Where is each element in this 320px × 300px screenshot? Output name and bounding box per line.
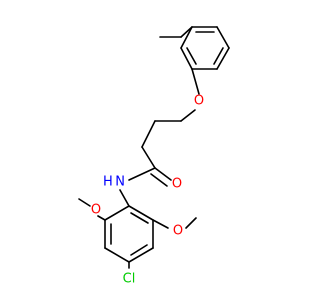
- bond-ring2: [104, 205, 130, 221]
- carbonyl-oxygen-label: O: [172, 177, 182, 192]
- bond-methoxy: [185, 217, 197, 229]
- bond-nitrogen-to-ring: [119, 189, 130, 207]
- methoxy-oxygen-top-label: O: [91, 203, 101, 218]
- bond-ring1: [216, 26, 230, 49]
- bond-amide: [128, 167, 156, 181]
- bond-ring2-double: [130, 212, 149, 224]
- bond-ring1-double: [213, 47, 224, 65]
- atom-label-layer: O O H N O O Cl: [91, 94, 204, 287]
- bond-chain: [141, 120, 156, 148]
- amide-nitrogen-label: H N: [103, 175, 125, 190]
- bond-ring2: [104, 247, 130, 263]
- methoxy-oxygen-bottom-label: O: [173, 224, 183, 239]
- bond-ring2: [128, 247, 154, 263]
- bond-ring1: [180, 47, 193, 70]
- bond-ring1: [216, 47, 230, 70]
- bond-methoxy: [97, 215, 106, 221]
- bond-oxygen-to-chain: [180, 109, 196, 122]
- ether-oxygen-label: O: [194, 94, 204, 109]
- bond-chain: [141, 146, 156, 169]
- structure-canvas: O O H N O O Cl: [78, 26, 230, 287]
- bond-layer: [78, 26, 230, 269]
- bond-carbonyl: [150, 173, 168, 187]
- chemical-structure: O O H N O O Cl: [78, 26, 230, 287]
- bond-methoxy: [78, 198, 91, 207]
- bond-ring1: [180, 26, 193, 38]
- bond-ring1-double: [186, 47, 197, 65]
- bond-ring1: [180, 26, 193, 49]
- bond-methoxy: [152, 219, 169, 229]
- bond-carbonyl: [154, 167, 172, 181]
- bond-ring-to-oxygen: [191, 68, 200, 95]
- chlorine-label: Cl: [123, 272, 136, 287]
- bond-ring2-double: [130, 244, 148, 256]
- bond-ring2: [128, 205, 154, 221]
